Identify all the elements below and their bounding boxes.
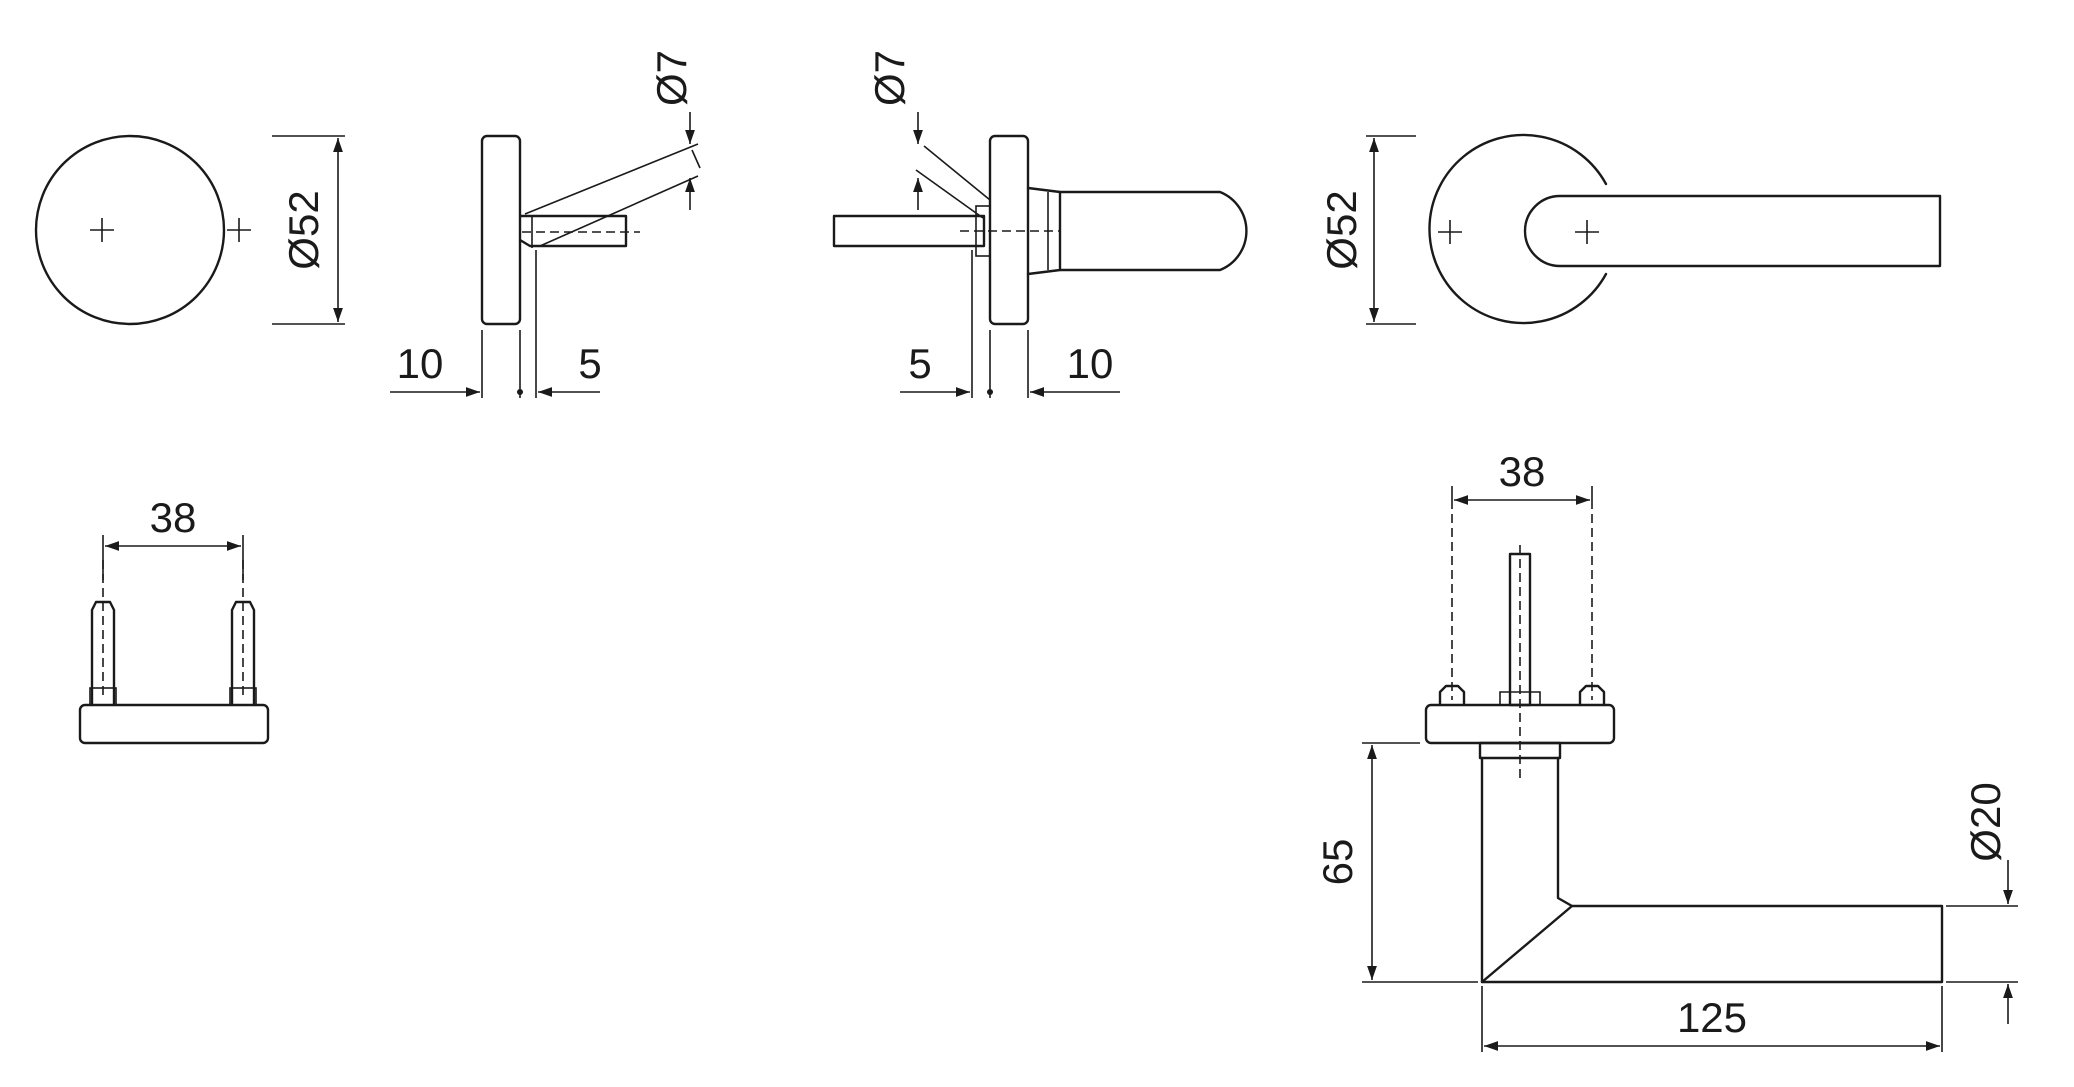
dim-label-rose-thickness-left: 10 [397, 340, 444, 387]
lever-screw-left [1438, 500, 1466, 707]
dim-label-rose-diameter: Ø52 [280, 190, 327, 269]
screw-post-right [229, 560, 257, 707]
screw-post-left [89, 560, 117, 707]
dimension-rose-thickness-right: 5 10 [900, 250, 1120, 398]
spindle [832, 214, 986, 248]
dimension-lever-diameter: Ø20 [1946, 782, 2018, 1024]
dim-label-lever-diameter: Ø20 [1962, 782, 2009, 861]
rose-section-view: 38 [78, 494, 270, 745]
screw-hole-right [227, 218, 251, 242]
lever-body [1480, 756, 1944, 984]
rose-side-view: Ø7 10 5 [390, 50, 701, 398]
dimension-screw-spacing-rose: 38 [102, 494, 244, 580]
rose-plate-lever-side [988, 134, 1030, 326]
dimension-rose-diameter-lever: Ø52 [1318, 135, 1416, 325]
dimension-spindle-diameter-left: Ø7 [648, 50, 695, 210]
lever-grip-side [1058, 190, 1248, 272]
screw-hole-left-lever [1438, 220, 1462, 244]
lever-front-view: Ø52 [1318, 133, 1942, 325]
lever-end-side [1026, 186, 1062, 276]
screw-hole-left [90, 218, 114, 242]
lever-grip-front [1523, 194, 1942, 268]
lever-screw-right [1578, 500, 1606, 707]
screw-hole-right-lever [1575, 220, 1599, 244]
dim-label-screw-offset-right: 5 [908, 340, 931, 387]
rose-base-plate [78, 703, 270, 745]
rose-outline [34, 134, 226, 326]
dimension-rose-thickness-left: 10 5 [390, 250, 602, 398]
dimension-screw-spacing-lever: 38 [1451, 448, 1593, 505]
rose-front-view: Ø52 [34, 134, 345, 326]
dim-label-lever-length: 125 [1677, 994, 1747, 1041]
lever-rose-plate [1424, 703, 1616, 745]
dim-label-screw-offset-left: 5 [578, 340, 601, 387]
lever-side-view: Ø7 5 10 [832, 50, 1248, 398]
dim-label-spindle-diameter-left: Ø7 [648, 50, 695, 106]
dim-label-spindle-diameter-right: Ø7 [866, 50, 913, 106]
dimension-rose-diameter: Ø52 [272, 135, 345, 325]
dim-label-screw-spacing-lever: 38 [1499, 448, 1546, 495]
dim-label-screw-spacing-rose: 38 [150, 494, 197, 541]
dimension-lever-length: 125 [1481, 986, 1943, 1052]
dim-label-rose-diameter-lever: Ø52 [1318, 190, 1365, 269]
dimension-spindle-diameter-right: Ø7 [866, 50, 923, 210]
rose-plate-side [480, 134, 522, 326]
lever-elevation-view: 38 65 Ø20 125 [1314, 448, 2018, 1052]
dimension-lever-height: 65 [1314, 742, 1478, 983]
dim-label-rose-thickness-right: 10 [1067, 340, 1114, 387]
rose-outline-lever [1428, 133, 1608, 325]
dim-label-lever-height: 65 [1314, 839, 1361, 886]
